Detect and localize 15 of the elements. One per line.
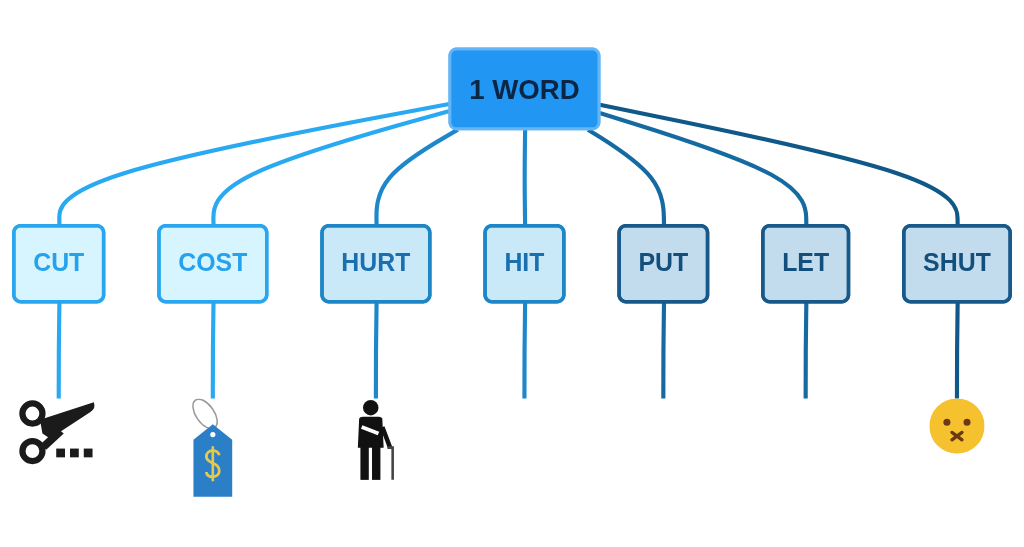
- topic-box: HURT: [320, 224, 432, 304]
- topic-box: SHUT: [902, 224, 1012, 304]
- central-topic-box: 1 WORD: [448, 47, 601, 131]
- topic-box: CUT: [12, 224, 106, 304]
- topic-box: LET: [761, 224, 851, 304]
- branch-line: [803, 302, 809, 399]
- branch-line: [522, 302, 528, 399]
- topic-box: HIT: [483, 224, 566, 304]
- branch-line: [954, 302, 960, 399]
- branch-line: [56, 302, 62, 399]
- topic-box: COST: [157, 224, 269, 304]
- branch-line: [661, 302, 667, 399]
- branch-line: [210, 302, 216, 399]
- topic-box: PUT: [617, 224, 710, 304]
- branch-line: [373, 302, 379, 399]
